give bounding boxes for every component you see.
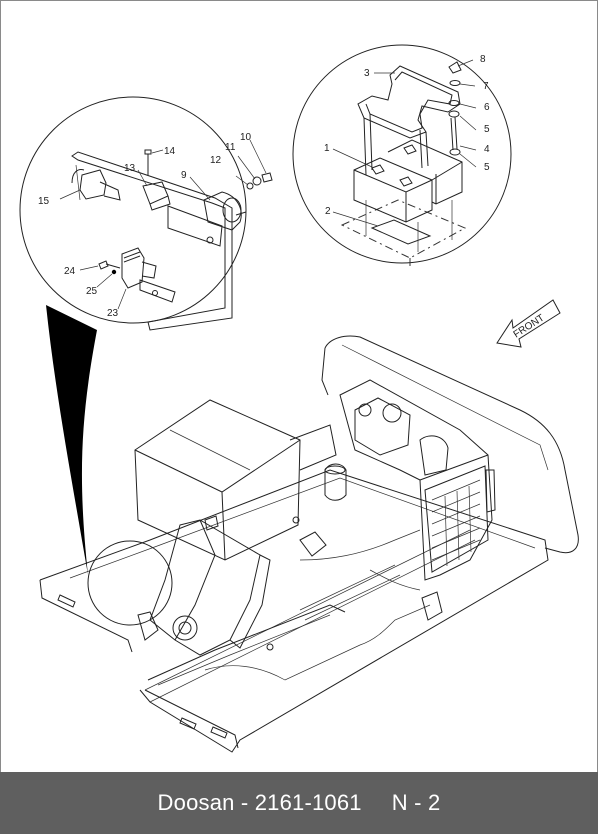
front-direction-arrow: FRONT bbox=[496, 299, 561, 348]
callout-6: 6 bbox=[484, 102, 490, 113]
callout-5b: 5 bbox=[484, 162, 490, 173]
parts-diagram: FRONT bbox=[19, 44, 579, 753]
callout-9: 9 bbox=[181, 170, 187, 181]
callout-15: 15 bbox=[38, 196, 50, 207]
callout-8: 8 bbox=[480, 54, 486, 65]
callout-3: 3 bbox=[364, 68, 370, 79]
callouts-right: 8 3 7 6 5 4 5 1 2 bbox=[324, 54, 490, 217]
callout-13: 13 bbox=[124, 163, 136, 174]
callout-7: 7 bbox=[483, 81, 489, 92]
callout-12: 12 bbox=[210, 155, 222, 166]
callout-2: 2 bbox=[325, 206, 331, 217]
callout-5a: 5 bbox=[484, 124, 490, 135]
callout-10: 10 bbox=[240, 132, 252, 143]
callout-4: 4 bbox=[484, 144, 490, 155]
footer-page-code: N - 2 bbox=[391, 790, 441, 815]
callout-24: 24 bbox=[64, 266, 76, 277]
callout-25: 25 bbox=[86, 286, 98, 297]
detail-circle-batteries bbox=[292, 44, 512, 270]
callout-14: 14 bbox=[164, 146, 176, 157]
footer-brand-part: Doosan - 2161-1061 bbox=[157, 790, 362, 815]
callout-11: 11 bbox=[225, 142, 236, 153]
callout-23: 23 bbox=[107, 308, 119, 319]
callouts-left: 14 13 15 9 12 11 10 24 25 23 bbox=[38, 132, 252, 319]
machine-frame bbox=[39, 335, 579, 753]
footer-bar: Doosan - 2161-1061 N - 2 bbox=[0, 772, 598, 834]
callout-1: 1 bbox=[324, 143, 330, 154]
detail-circle-battery-switch bbox=[19, 96, 273, 626]
